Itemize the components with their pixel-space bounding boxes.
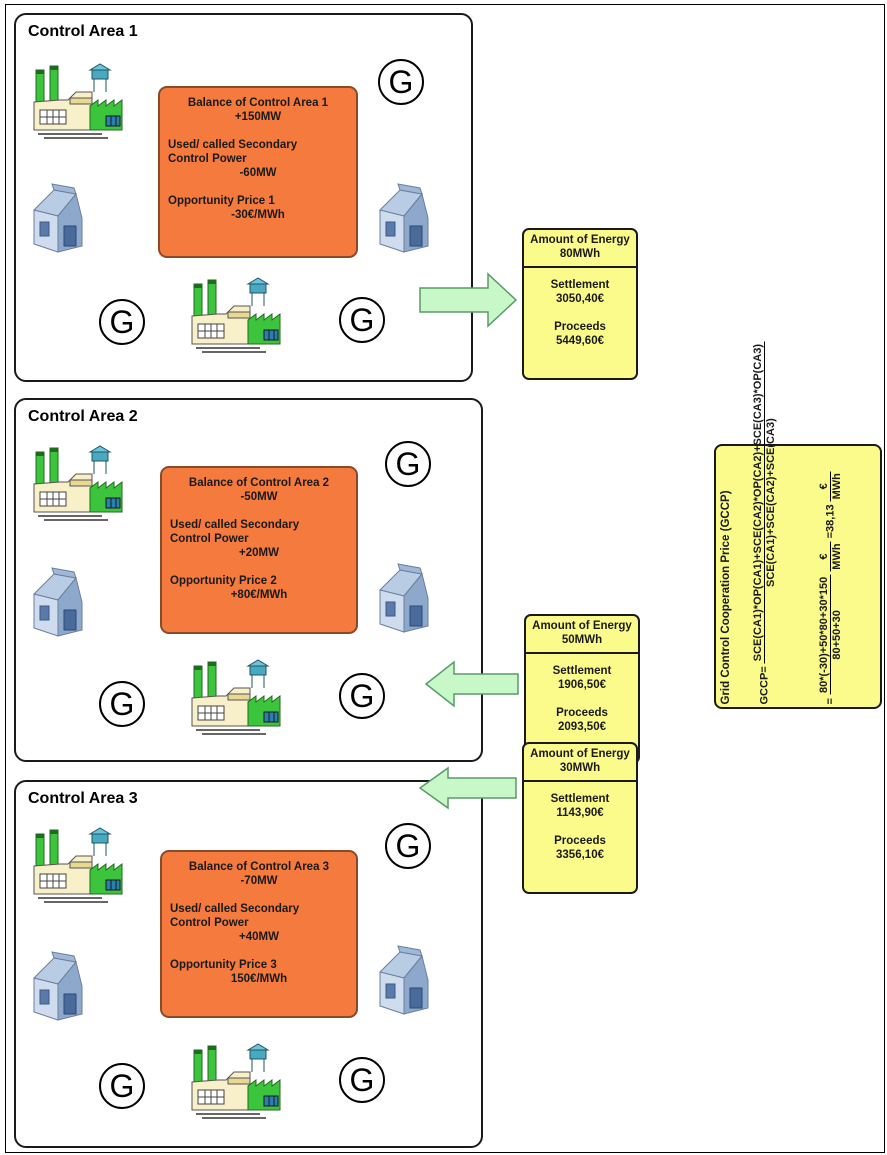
- settlement-label: Settlement: [550, 279, 610, 291]
- balance-value: +150MW: [234, 111, 282, 123]
- factory-icon: [191, 659, 281, 735]
- energy-value: 50MWh: [561, 634, 603, 646]
- proceeds-label: Proceeds: [554, 835, 606, 847]
- gccp-eq: =: [824, 697, 837, 704]
- generator-icon: [339, 673, 385, 719]
- settlement-label: Settlement: [552, 665, 612, 677]
- arrow-right-icon: [419, 272, 518, 328]
- generator-icon: [339, 297, 385, 343]
- generator-icon: [99, 299, 145, 345]
- scp-value: +40MW: [239, 931, 279, 943]
- factory-icon: [191, 277, 281, 353]
- settlement-value: 1906,50€: [558, 679, 606, 691]
- opportunity-price-label: Opportunity Price 1: [168, 195, 275, 207]
- settlement-label: Settlement: [550, 793, 610, 805]
- gccp-formula-fraction: SCE(CA1)*OP(CA1)+SCE(CA2)*OP(CA2)+SCE(CA…: [752, 341, 777, 663]
- scp-label: Control Power: [168, 153, 247, 165]
- scp-label: Used/ called Secondary: [170, 519, 300, 531]
- gccp-unit-denominator: MWh: [831, 542, 843, 570]
- opportunity-price-value: 150€/MWh: [230, 973, 288, 985]
- gccp-result-unit-numerator: €: [818, 470, 831, 501]
- arrow-left-icon: [418, 766, 517, 810]
- gccp-formula-numerator: SCE(CA1)*OP(CA1)+SCE(CA2)*OP(CA2)+SCE(CA…: [752, 341, 765, 663]
- scp-label: Control Power: [170, 533, 249, 545]
- generator-icon: [378, 59, 424, 105]
- house-icon: [33, 183, 83, 253]
- scp-label: Used/ called Secondary: [168, 139, 298, 151]
- gccp-calc-fraction: 80*(-30)+50*80+30*150 80+50+30: [818, 574, 843, 695]
- energy-label: Amount of Energy: [530, 748, 630, 760]
- house-icon: [379, 945, 429, 1015]
- energy-label: Amount of Energy: [532, 620, 632, 632]
- scp-value: -60MW: [239, 167, 277, 179]
- gccp-formula: Grid Control Cooperation Price (GCCP) GC…: [718, 341, 878, 704]
- scp-label: Control Power: [170, 917, 249, 929]
- generator-icon: [385, 441, 431, 487]
- opportunity-price-label: Opportunity Price 2: [170, 575, 277, 587]
- energy-value: 80MWh: [559, 248, 601, 260]
- gccp-calc-numerator: 80*(-30)+50*80+30*150: [818, 574, 831, 695]
- gccp-formula-denominator: SCE(CA1)+SCE(CA2)+SCE(CA3): [765, 417, 777, 587]
- gccp-result: =38,13: [824, 503, 837, 538]
- generator-icon: [99, 1063, 145, 1109]
- factory-icon: [33, 827, 123, 903]
- generator-icon: [99, 681, 145, 727]
- control-area-title: Control Area 1: [28, 23, 138, 40]
- proceeds-label: Proceeds: [554, 321, 606, 333]
- balance-label: Balance of Control Area 2: [188, 477, 330, 489]
- proceeds-value: 5449,60€: [556, 335, 604, 347]
- house-icon: [33, 567, 83, 637]
- house-icon: [379, 183, 429, 253]
- proceeds-value: 3356,10€: [556, 849, 604, 861]
- scp-label: Used/ called Secondary: [170, 903, 300, 915]
- gccp-unit-fraction: € MWh: [818, 540, 843, 572]
- diagram-frame: [5, 4, 885, 1153]
- proceeds-value: 2093,50€: [558, 721, 606, 733]
- settlement-box: Amount of Energy 50MWh Settlement 1906,5…: [524, 614, 640, 764]
- settlement-box: Amount of Energy 80MWh Settlement 3050,4…: [522, 228, 638, 380]
- factory-icon: [33, 63, 123, 139]
- gccp-formula-box: Grid Control Cooperation Price (GCCP) GC…: [714, 341, 882, 709]
- house-icon: [379, 563, 429, 633]
- proceeds-label: Proceeds: [556, 707, 608, 719]
- gccp-unit-numerator: €: [818, 540, 831, 572]
- generator-icon: [339, 1057, 385, 1103]
- balance-value: -70MW: [240, 875, 278, 887]
- opportunity-price-value: -30€/MWh: [231, 209, 285, 221]
- generator-icon: [385, 823, 431, 869]
- balance-label: Balance of Control Area 3: [188, 861, 330, 873]
- control-area-title: Control Area 3: [28, 790, 138, 807]
- gccp-result-unit-fraction: € MWh: [818, 470, 843, 501]
- scp-value: +20MW: [239, 547, 279, 559]
- opportunity-price-label: Opportunity Price 3: [170, 959, 277, 971]
- energy-value: 30MWh: [559, 762, 601, 774]
- settlement-box: Amount of Energy 30MWh Settlement 1143,9…: [522, 742, 638, 894]
- gccp-lhs: GCCP=: [758, 665, 771, 704]
- control-area-info-box: Balance of Control Area 2 -50MW Used/ ca…: [160, 466, 358, 634]
- factory-icon: [33, 445, 123, 521]
- gccp-title: Grid Control Cooperation Price (GCCP): [720, 489, 732, 704]
- control-area-info-box: Balance of Control Area 1 +150MW Used/ c…: [158, 86, 358, 258]
- gccp-calc-denominator: 80+50+30: [831, 609, 843, 660]
- control-area-title: Control Area 2: [28, 408, 138, 425]
- energy-label: Amount of Energy: [530, 234, 630, 246]
- settlement-value: 1143,90€: [556, 807, 604, 819]
- settlement-value: 3050,40€: [556, 293, 604, 305]
- house-icon: [33, 951, 83, 1021]
- balance-label: Balance of Control Area 1: [187, 97, 329, 109]
- opportunity-price-value: +80€/MWh: [230, 589, 288, 601]
- balance-value: -50MW: [240, 491, 278, 503]
- arrow-left-icon: [424, 660, 519, 708]
- control-area-info-box: Balance of Control Area 3 -70MW Used/ ca…: [160, 850, 358, 1018]
- factory-icon: [191, 1043, 281, 1119]
- gccp-result-unit-denominator: MWh: [831, 472, 843, 499]
